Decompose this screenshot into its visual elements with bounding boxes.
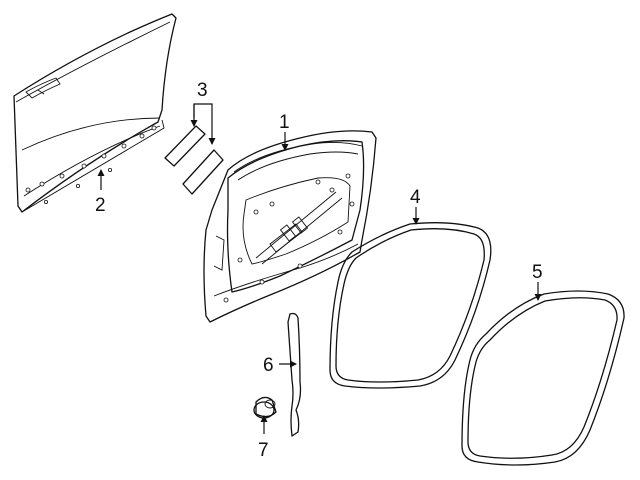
leaders — [97, 103, 542, 434]
callout-4: 4 — [410, 187, 421, 208]
callout-6: 6 — [263, 355, 274, 376]
leader-3b — [193, 103, 216, 145]
callout-7: 7 — [258, 440, 269, 461]
part-1-door-inner-frame — [203, 130, 377, 323]
part-2-door-outer-panel — [13, 13, 177, 213]
part-4-door-weatherstrip — [329, 222, 492, 389]
part-3-pads — [164, 125, 224, 195]
part-6-seal-strip — [287, 312, 302, 437]
callout-2: 2 — [95, 195, 106, 216]
part-5-body-weatherstrip — [461, 290, 625, 466]
callout-3: 3 — [197, 80, 208, 101]
part-7-clip — [253, 396, 277, 419]
callout-1: 1 — [279, 112, 290, 133]
callout-5: 5 — [532, 262, 543, 283]
